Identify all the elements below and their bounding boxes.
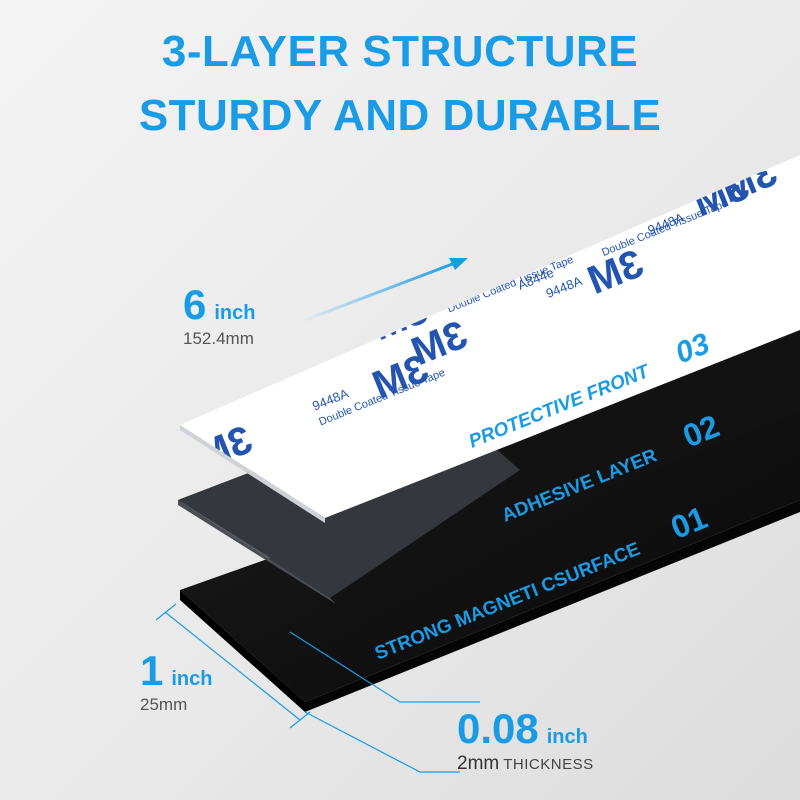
length-value: 6 [183,281,207,328]
magnetic-strip-front-edge [180,590,305,712]
width-dimension: 1 inch 25mm [140,647,213,714]
thickness-metric: 2mm [457,753,500,774]
length-metric: 152.4mm [183,329,254,348]
length-arrowhead [449,258,468,270]
length-arrow-shaft [299,261,456,324]
magnetic-strip-side-edge [305,500,800,712]
width-unit: inch [171,668,213,690]
width-dimension-line [164,611,301,721]
width-extension-bottom [289,711,311,729]
thickness-leader-bottom [304,711,460,773]
length-dimension: 6 inch 152.4mm [183,281,256,348]
thickness-unit: inch [546,726,588,748]
adhesive-layer-gray-edge [178,500,336,604]
thickness-label: THICKNESS [503,756,594,773]
headline-line-2: STURDY AND DURABLE [138,91,662,140]
length-unit: inch [214,302,256,324]
thickness-leader-top [289,631,480,703]
protective-liner-edge [180,425,325,523]
width-extension-top [155,603,177,621]
protective-liner-sheet [180,155,800,518]
headline-line-1: 3-LAYER STRUCTURE [161,27,639,76]
thickness-value: 0.08 [457,705,539,752]
width-metric: 25mm [140,695,188,714]
width-value: 1 [140,647,164,694]
